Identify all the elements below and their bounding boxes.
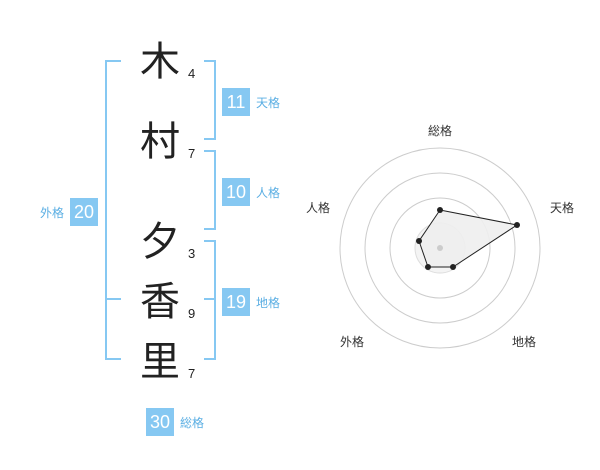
radar-point-soukaku bbox=[437, 207, 443, 213]
radar-point-gaikaku bbox=[425, 264, 431, 270]
soukaku-label: 総格 bbox=[180, 415, 205, 430]
gaikaku-label: 外格 bbox=[40, 205, 65, 220]
tenkaku-value: 11 bbox=[222, 88, 250, 116]
tenkaku-bracket bbox=[204, 60, 216, 140]
tenkaku-badge: 11 天格 bbox=[222, 88, 280, 116]
radar-axis-label-tenkaku: 天格 bbox=[550, 200, 574, 215]
stroke-count-5: 7 bbox=[188, 366, 196, 381]
name-char-4: 香 bbox=[140, 279, 180, 325]
chikaku-bracket bbox=[204, 240, 216, 360]
name-char-2: 村 bbox=[140, 119, 180, 165]
jinkaku-badge: 10 人格 bbox=[222, 178, 280, 206]
radar-point-tenkaku bbox=[514, 222, 520, 228]
radar-axis-label-gaikaku: 外格 bbox=[340, 334, 364, 349]
radar-point-jinkaku bbox=[416, 238, 422, 244]
stroke-count-2: 7 bbox=[188, 146, 196, 161]
radar-axis-label-soukaku: 総格 bbox=[428, 123, 452, 138]
jinkaku-label: 人格 bbox=[256, 185, 281, 200]
gaikaku-bracket-mid-tick bbox=[105, 298, 121, 300]
radar-center-dot bbox=[437, 245, 443, 251]
radar-ring-4 bbox=[339, 147, 541, 349]
chikaku-label: 地格 bbox=[256, 295, 281, 310]
name-char-1: 木 bbox=[140, 39, 180, 85]
radar-point-chikaku bbox=[450, 264, 456, 270]
tenkaku-label: 天格 bbox=[256, 95, 281, 110]
soukaku-value: 30 bbox=[146, 408, 174, 436]
name-char-3: 夕 bbox=[140, 219, 180, 265]
chikaku-badge: 19 地格 bbox=[222, 288, 280, 316]
radar-axis-label-chikaku: 地格 bbox=[512, 334, 536, 349]
soukaku-badge: 30 総格 bbox=[146, 408, 204, 436]
radar-ring-2 bbox=[389, 197, 491, 299]
chikaku-value: 19 bbox=[222, 288, 250, 316]
gaikaku-badge: 20 外格 bbox=[40, 198, 99, 226]
gaikaku-value: 20 bbox=[70, 198, 99, 226]
radar-axis-label-jinkaku: 人格 bbox=[306, 200, 330, 215]
jinkaku-value: 10 bbox=[222, 178, 250, 206]
radar-ring-3 bbox=[364, 172, 516, 324]
radar-polygon bbox=[418, 209, 519, 268]
gaikaku-bracket bbox=[105, 60, 121, 360]
name-char-5: 里 bbox=[140, 339, 180, 385]
stroke-count-3: 3 bbox=[188, 246, 196, 261]
stroke-count-4: 9 bbox=[188, 306, 196, 321]
jinkaku-bracket bbox=[204, 150, 216, 230]
chikaku-bracket-mid-tick bbox=[204, 298, 216, 300]
stroke-count-1: 4 bbox=[188, 66, 196, 81]
